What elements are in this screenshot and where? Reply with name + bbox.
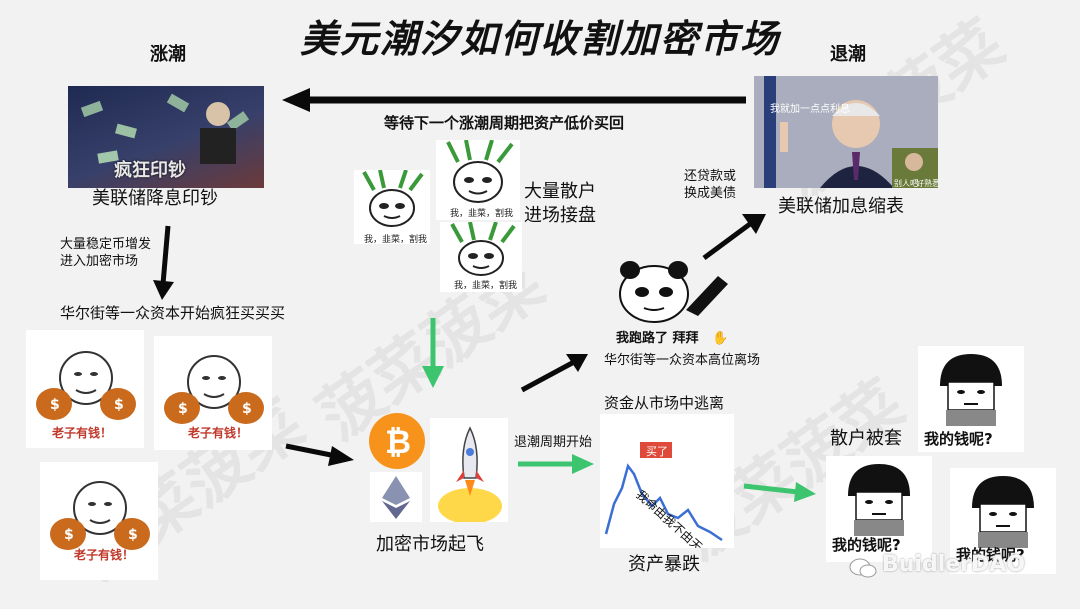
mushroom-head-icon — [848, 464, 910, 536]
run-away-meme: 我跑路了 拜拜 ✋ — [610, 254, 736, 346]
rich-caption: 老子有钱！ — [74, 548, 135, 562]
ebb-start-arrow — [518, 454, 594, 474]
crash-chart-meme: 买了 我命由我不由天 — [600, 414, 734, 548]
money-rain-icon — [80, 93, 250, 164]
capital-exit-label: 华尔街等一众资本高位离场 — [604, 353, 761, 368]
panda-leek-icon — [446, 140, 514, 203]
svg-text:₿: ₿ — [385, 423, 411, 461]
inset-caption-1: 别人吧 — [894, 179, 918, 188]
run-away-caption: 我跑路了 拜拜 — [616, 331, 699, 346]
printing-stamp: 疯狂印钞 — [114, 160, 186, 181]
crypto-takeoff-label: 加密市场起飞 — [376, 534, 484, 555]
asset-crash-label: 资产暴跌 — [628, 554, 700, 575]
retail-trapped-label: 散户被套 — [830, 428, 902, 449]
retail-down-arrow — [422, 318, 444, 388]
wave-hand-icon: ✋ — [712, 331, 729, 346]
svg-text:$: $ — [242, 401, 252, 417]
wechat-icon — [849, 558, 877, 578]
leek-meme-1: 我，韭菜，割我 — [354, 170, 430, 244]
leek-caption: 我，韭菜，割我 — [454, 281, 518, 291]
svg-text:$: $ — [114, 397, 124, 413]
rise-down-arrow — [153, 225, 174, 300]
capital-exit-arrow — [520, 354, 588, 393]
rise-heading: 涨潮 — [150, 44, 186, 65]
panda-leek-icon — [450, 222, 516, 276]
where-money-meme-3: 我的钱呢? — [950, 468, 1056, 574]
panda-wave-icon — [619, 261, 728, 323]
bitcoin-icon: ₿ — [366, 410, 428, 472]
inset-caption-2: 好熟悉 — [916, 179, 938, 188]
where-money-caption: 我的钱呢? — [956, 546, 1025, 564]
rocket-icon — [430, 418, 508, 522]
capital-flight-label: 资金从市场中逃离 — [604, 394, 725, 412]
money-bag-meme-icon: $ $ — [36, 351, 136, 420]
ebb-heading: 退潮 — [830, 44, 866, 65]
where-money-meme-1: 我的钱呢? — [918, 346, 1024, 452]
fed-hike-photo: 我就加一点点利息 别人吧 好熟悉 — [754, 76, 938, 188]
mushroom-head-icon — [972, 476, 1034, 548]
leek-meme-2: 我，韭菜，割我 — [436, 140, 520, 220]
repay-note: 还贷款或 换成美债 — [684, 169, 737, 201]
diagram-title: 美元潮汐如何收割加密市场 — [299, 17, 780, 61]
rich-meme-1: $ $ 老子有钱！ — [26, 330, 144, 448]
leek-caption: 我，韭菜，割我 — [364, 235, 428, 244]
fed-printing-photo: 疯狂印钞 — [68, 86, 264, 188]
buy-back-label: 等待下一个涨潮周期把资产低价买回 — [384, 114, 625, 132]
ethereum-icon — [370, 472, 422, 522]
mushroom-head-icon — [940, 354, 1002, 426]
fed-hike-label: 美联储加息缩表 — [778, 196, 904, 217]
rich-caption: 老子有钱！ — [52, 426, 113, 440]
buy-back-arrow — [282, 88, 746, 112]
svg-text:$: $ — [50, 397, 60, 413]
ebb-start-label: 退潮周期开始 — [514, 435, 593, 450]
where-money-caption: 我的钱呢? — [832, 536, 901, 554]
svg-text:$: $ — [128, 527, 138, 543]
money-bag-meme-icon: $ $ — [164, 355, 264, 424]
panda-leek-icon — [362, 170, 424, 227]
retail-entry-label: 大量散户 进场接盘 — [524, 181, 596, 226]
trapped-arrow — [743, 482, 816, 502]
buy-tag: 买了 — [646, 445, 668, 458]
rich-meme-3: $ $ 老子有钱！ — [40, 462, 158, 580]
to-crypto-arrow — [285, 443, 354, 466]
svg-text:$: $ — [178, 401, 188, 417]
stablecoin-note: 大量稳定币增发 进入加密市场 — [60, 237, 152, 269]
rich-caption: 老子有钱！ — [188, 426, 249, 440]
svg-text:$: $ — [64, 527, 74, 543]
leek-caption: 我，韭菜，割我 — [450, 209, 514, 219]
fed-rate-cut-label: 美联储降息印钞 — [92, 188, 218, 209]
repay-arrow — [702, 214, 766, 261]
money-bag-meme-icon: $ $ — [50, 481, 150, 550]
where-money-caption: 我的钱呢? — [924, 430, 993, 448]
capital-buying-label: 华尔街等一众资本开始疯狂买买买 — [60, 304, 286, 322]
rate-hike-bubble: 我就加一点点利息 — [770, 104, 850, 115]
fed-chair-icon — [754, 76, 938, 188]
leek-meme-3: 我，韭菜，割我 — [440, 222, 522, 292]
falling-chart-icon — [604, 442, 723, 542]
where-money-meme-2: 我的钱呢? — [826, 456, 932, 562]
rich-meme-2: $ $ 老子有钱！ — [154, 336, 272, 450]
footer-brand: BuidlerDAO — [882, 552, 1026, 577]
